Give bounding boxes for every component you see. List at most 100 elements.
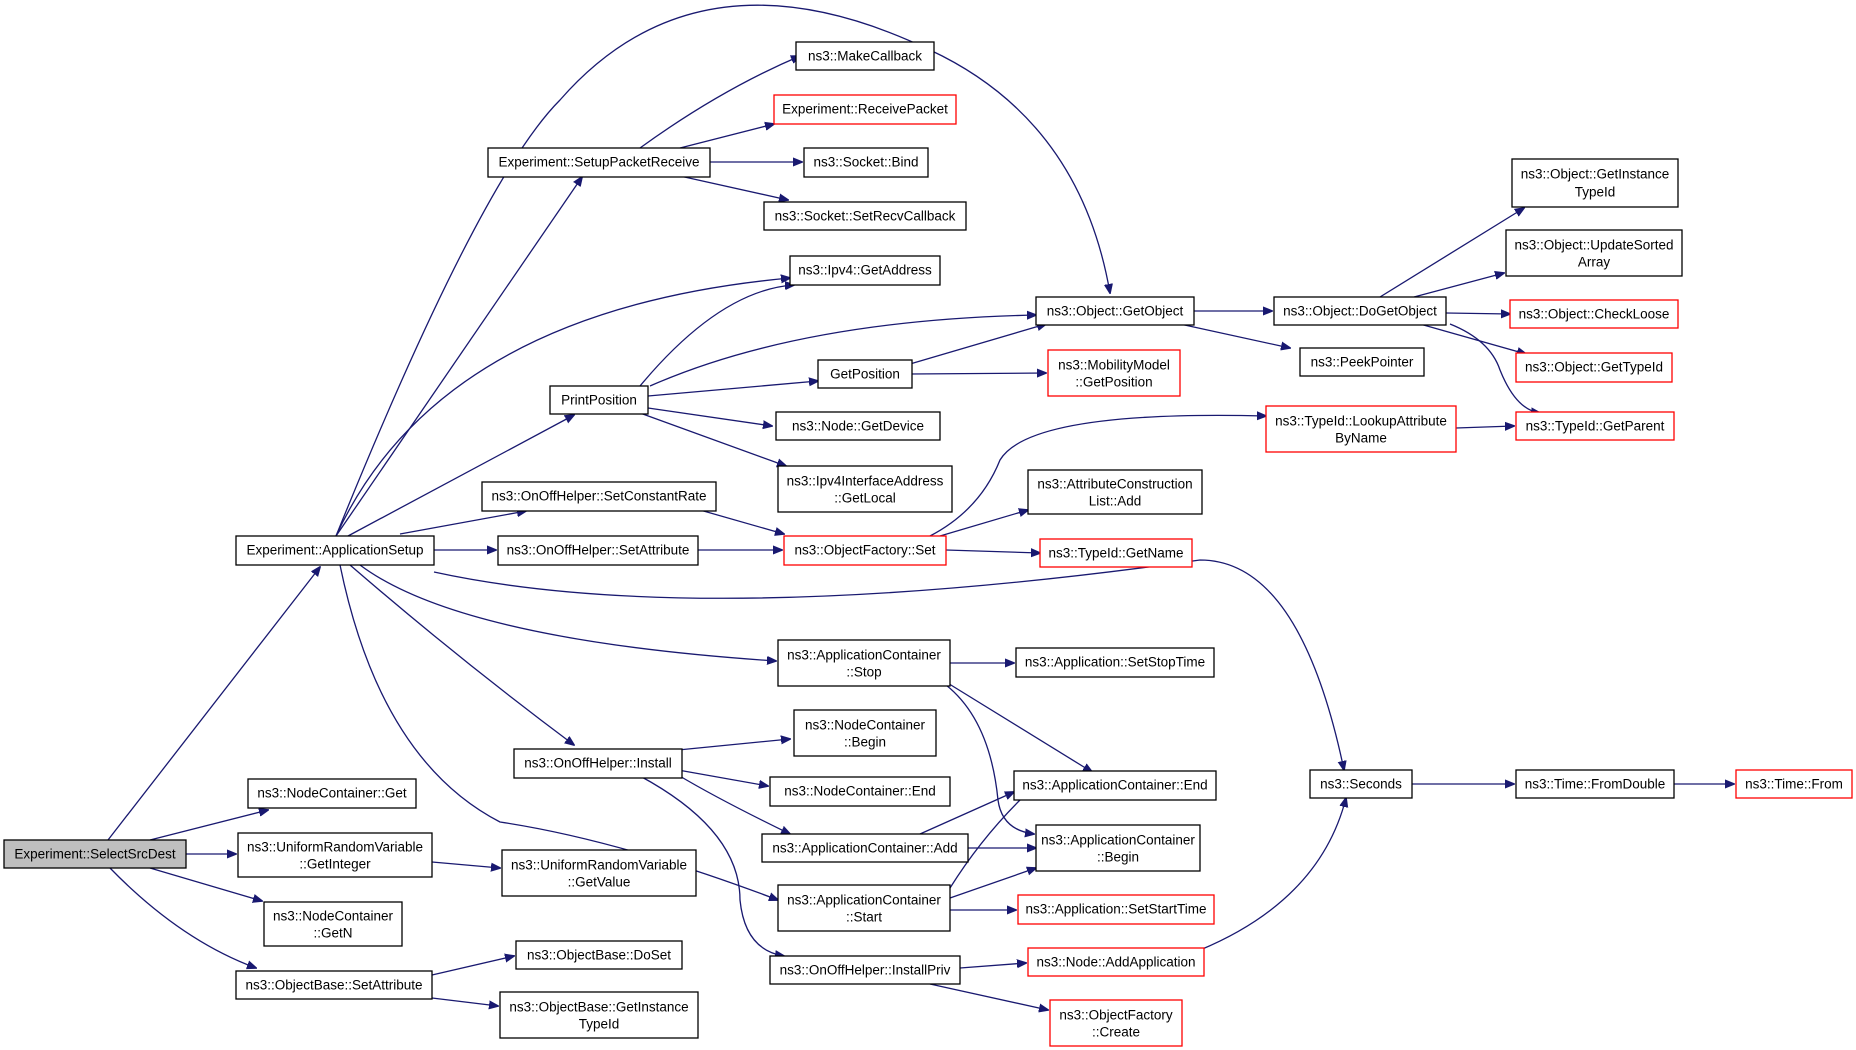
node-seconds[interactable]: ns3::Seconds [1309,769,1413,799]
svg-text:ns3::UniformRandomVariable: ns3::UniformRandomVariable [511,858,687,873]
svg-text:ns3::NodeContainer: ns3::NodeContainer [273,909,394,924]
node-objectbase-setattribute[interactable]: ns3::ObjectBase::SetAttribute [235,970,433,1000]
svg-text:ns3::OnOffHelper::InstallPriv: ns3::OnOffHelper::InstallPriv [780,963,951,978]
edge-setuppkt-recvpacket [679,124,774,149]
node-mobilitymodel-getposition[interactable]: ns3::MobilityModel::GetPosition [1047,349,1181,397]
svg-text:ns3::Ipv4InterfaceAddress: ns3::Ipv4InterfaceAddress [787,474,944,489]
svg-text:ns3::ObjectBase::SetAttribute: ns3::ObjectBase::SetAttribute [245,978,422,993]
node-application-setstoptime[interactable]: ns3::Application::SetStopTime [1015,647,1215,678]
svg-text:ns3::TypeId::GetParent: ns3::TypeId::GetParent [1526,419,1665,434]
node-ipv4interfaceaddress-getlocal[interactable]: ns3::Ipv4InterfaceAddress::GetLocal [777,465,953,513]
node-objectfactory-create[interactable]: ns3::ObjectFactory::Create [1049,999,1183,1047]
edge-selectsrcdest-ncget [149,810,268,841]
node-nodecontainer-end[interactable]: ns3::NodeContainer::End [769,776,951,807]
node-applicationcontainer-end[interactable]: ns3::ApplicationContainer::End [1013,770,1217,801]
node-socket-setrecvcallback[interactable]: ns3::Socket::SetRecvCallback [763,201,967,231]
svg-text:ns3::ObjectFactory::Set: ns3::ObjectFactory::Set [794,543,935,558]
node-printposition[interactable]: PrintPosition [549,385,649,415]
edge-onoffsetconst-objfactoryset [699,509,784,534]
edge-appcstart-appcbegin [949,868,1036,899]
edge-dogetobject-gettypeid [1419,323,1526,354]
node-uniformrandomvariable-getinteger[interactable]: ns3::UniformRandomVariable::GetInteger [237,832,433,878]
svg-text:Array: Array [1578,255,1611,270]
node-nodecontainer-get[interactable]: ns3::NodeContainer::Get [247,778,417,809]
svg-text:ns3::Object::UpdateSorted: ns3::Object::UpdateSorted [1514,238,1673,253]
node-time-from[interactable]: ns3::Time::From [1735,769,1853,799]
edge-appsetup-ipv4getaddr [335,278,790,537]
node-uniformrandomvariable-getvalue[interactable]: ns3::UniformRandomVariable::GetValue [501,849,697,897]
node-experiment-applicationsetup[interactable]: Experiment::ApplicationSetup [235,535,435,566]
edge-installpriv-nodeaddapp [959,963,1026,969]
svg-text:ns3::NodeContainer::End: ns3::NodeContainer::End [784,784,936,799]
node-node-addapplication[interactable]: ns3::Node::AddApplication [1027,947,1205,977]
edge-selectsrcdest-appsetup [107,567,320,841]
svg-text:::GetN: ::GetN [313,926,352,941]
edge-appcstop-appcend [945,681,1092,772]
svg-text:ns3::Node::GetDevice: ns3::Node::GetDevice [792,419,924,434]
node-object-getobject[interactable]: ns3::Object::GetObject [1035,296,1195,326]
node-onoffhelper-setconstantrate[interactable]: ns3::OnOffHelper::SetConstantRate [481,481,717,512]
node-applicationcontainer-add[interactable]: ns3::ApplicationContainer::Add [761,833,969,863]
node-objectfactory-set[interactable]: ns3::ObjectFactory::Set [783,535,947,566]
edge-install-ncbegin [677,739,790,751]
node-onoffhelper-install[interactable]: ns3::OnOffHelper::Install [513,748,683,779]
node-getposition[interactable]: GetPosition [817,359,913,389]
node-object-dogetobject[interactable]: ns3::Object::DoGetObject [1273,296,1447,326]
node-objectbase-doset[interactable]: ns3::ObjectBase::DoSet [515,940,683,970]
svg-text:List::Add: List::Add [1089,494,1142,509]
node-applicationcontainer-begin[interactable]: ns3::ApplicationContainer::Begin [1035,824,1201,872]
node-experiment-selectsrcdest[interactable]: Experiment::SelectSrcDest [3,839,187,869]
svg-text:ns3::OnOffHelper::SetAttribute: ns3::OnOffHelper::SetAttribute [507,543,690,558]
svg-text:::GetValue: ::GetValue [568,875,631,890]
node-applicationcontainer-start[interactable]: ns3::ApplicationContainer::Start [777,884,951,932]
node-ipv4-getaddress[interactable]: ns3::Ipv4::GetAddress [789,255,941,286]
svg-text:ns3::PeekPointer: ns3::PeekPointer [1311,355,1414,370]
svg-text:ns3::Object::GetInstance: ns3::Object::GetInstance [1521,167,1670,182]
node-peekpointer[interactable]: ns3::PeekPointer [1299,347,1425,377]
function-nodes: Experiment::SelectSrcDest Experiment::Ap… [3,41,1853,1047]
node-applicationcontainer-stop[interactable]: ns3::ApplicationContainer::Stop [777,639,951,687]
node-experiment-receivepacket[interactable]: Experiment::ReceivePacket [773,94,957,125]
node-nodecontainer-begin[interactable]: ns3::NodeContainer::Begin [793,709,937,757]
edge-dogetobject-updatesorted [1413,273,1504,298]
node-node-getdevice[interactable]: ns3::Node::GetDevice [775,411,941,441]
edge-getposition-mobilitygetpos [909,373,1046,374]
node-makecallback[interactable]: ns3::MakeCallback [795,41,935,71]
edge-dogetobject-getinsttypeid [1379,208,1524,298]
svg-text:ns3::Object::GetObject: ns3::Object::GetObject [1047,304,1184,319]
node-time-fromdouble[interactable]: ns3::Time::FromDouble [1515,769,1675,799]
svg-text:Experiment::ApplicationSetup: Experiment::ApplicationSetup [246,543,423,558]
svg-text:ns3::Object::GetTypeId: ns3::Object::GetTypeId [1525,360,1663,375]
node-object-checkloose[interactable]: ns3::Object::CheckLoose [1509,299,1679,329]
edge-install-appcadd [677,774,790,834]
svg-text:::GetLocal: ::GetLocal [834,491,896,506]
edge-obsetattr-obgetinst [431,997,498,1006]
node-socket-bind[interactable]: ns3::Socket::Bind [803,147,929,178]
svg-text:ns3::ApplicationContainer::End: ns3::ApplicationContainer::End [1022,778,1207,793]
edge-getposition-objgetobject [909,324,1046,365]
svg-text:ns3::Socket::Bind: ns3::Socket::Bind [813,155,918,170]
node-nodecontainer-getn[interactable]: ns3::NodeContainer::GetN [263,901,403,947]
node-object-gettypeid[interactable]: ns3::Object::GetTypeId [1515,352,1673,383]
svg-text:ns3::ObjectBase::GetInstance: ns3::ObjectBase::GetInstance [509,1000,688,1015]
edge-dogetobject-getparent [1449,323,1540,413]
node-application-setstarttime[interactable]: ns3::Application::SetStartTime [1017,894,1215,925]
edge-selectsrcdest-obsetattr [109,867,256,968]
svg-text:ns3::Object::CheckLoose: ns3::Object::CheckLoose [1519,307,1670,322]
edge-objfactoryset-typeidlookup [929,415,1266,537]
svg-text:ns3::ApplicationContainer: ns3::ApplicationContainer [1041,833,1195,848]
svg-text:ns3::ObjectBase::DoSet: ns3::ObjectBase::DoSet [527,948,671,963]
svg-text:Experiment::ReceivePacket: Experiment::ReceivePacket [782,102,948,117]
node-typeid-getname[interactable]: ns3::TypeId::GetName [1039,538,1193,568]
node-experiment-setuppacketreceive[interactable]: Experiment::SetupPacketReceive [487,147,711,178]
edge-appsetup-seconds [433,559,1344,770]
node-typeid-getparent[interactable]: ns3::TypeId::GetParent [1515,411,1675,441]
node-onoffhelper-installpriv[interactable]: ns3::OnOffHelper::InstallPriv [769,955,961,985]
svg-text:::Stop: ::Stop [846,665,881,680]
node-onoffhelper-setattribute[interactable]: ns3::OnOffHelper::SetAttribute [497,535,699,566]
